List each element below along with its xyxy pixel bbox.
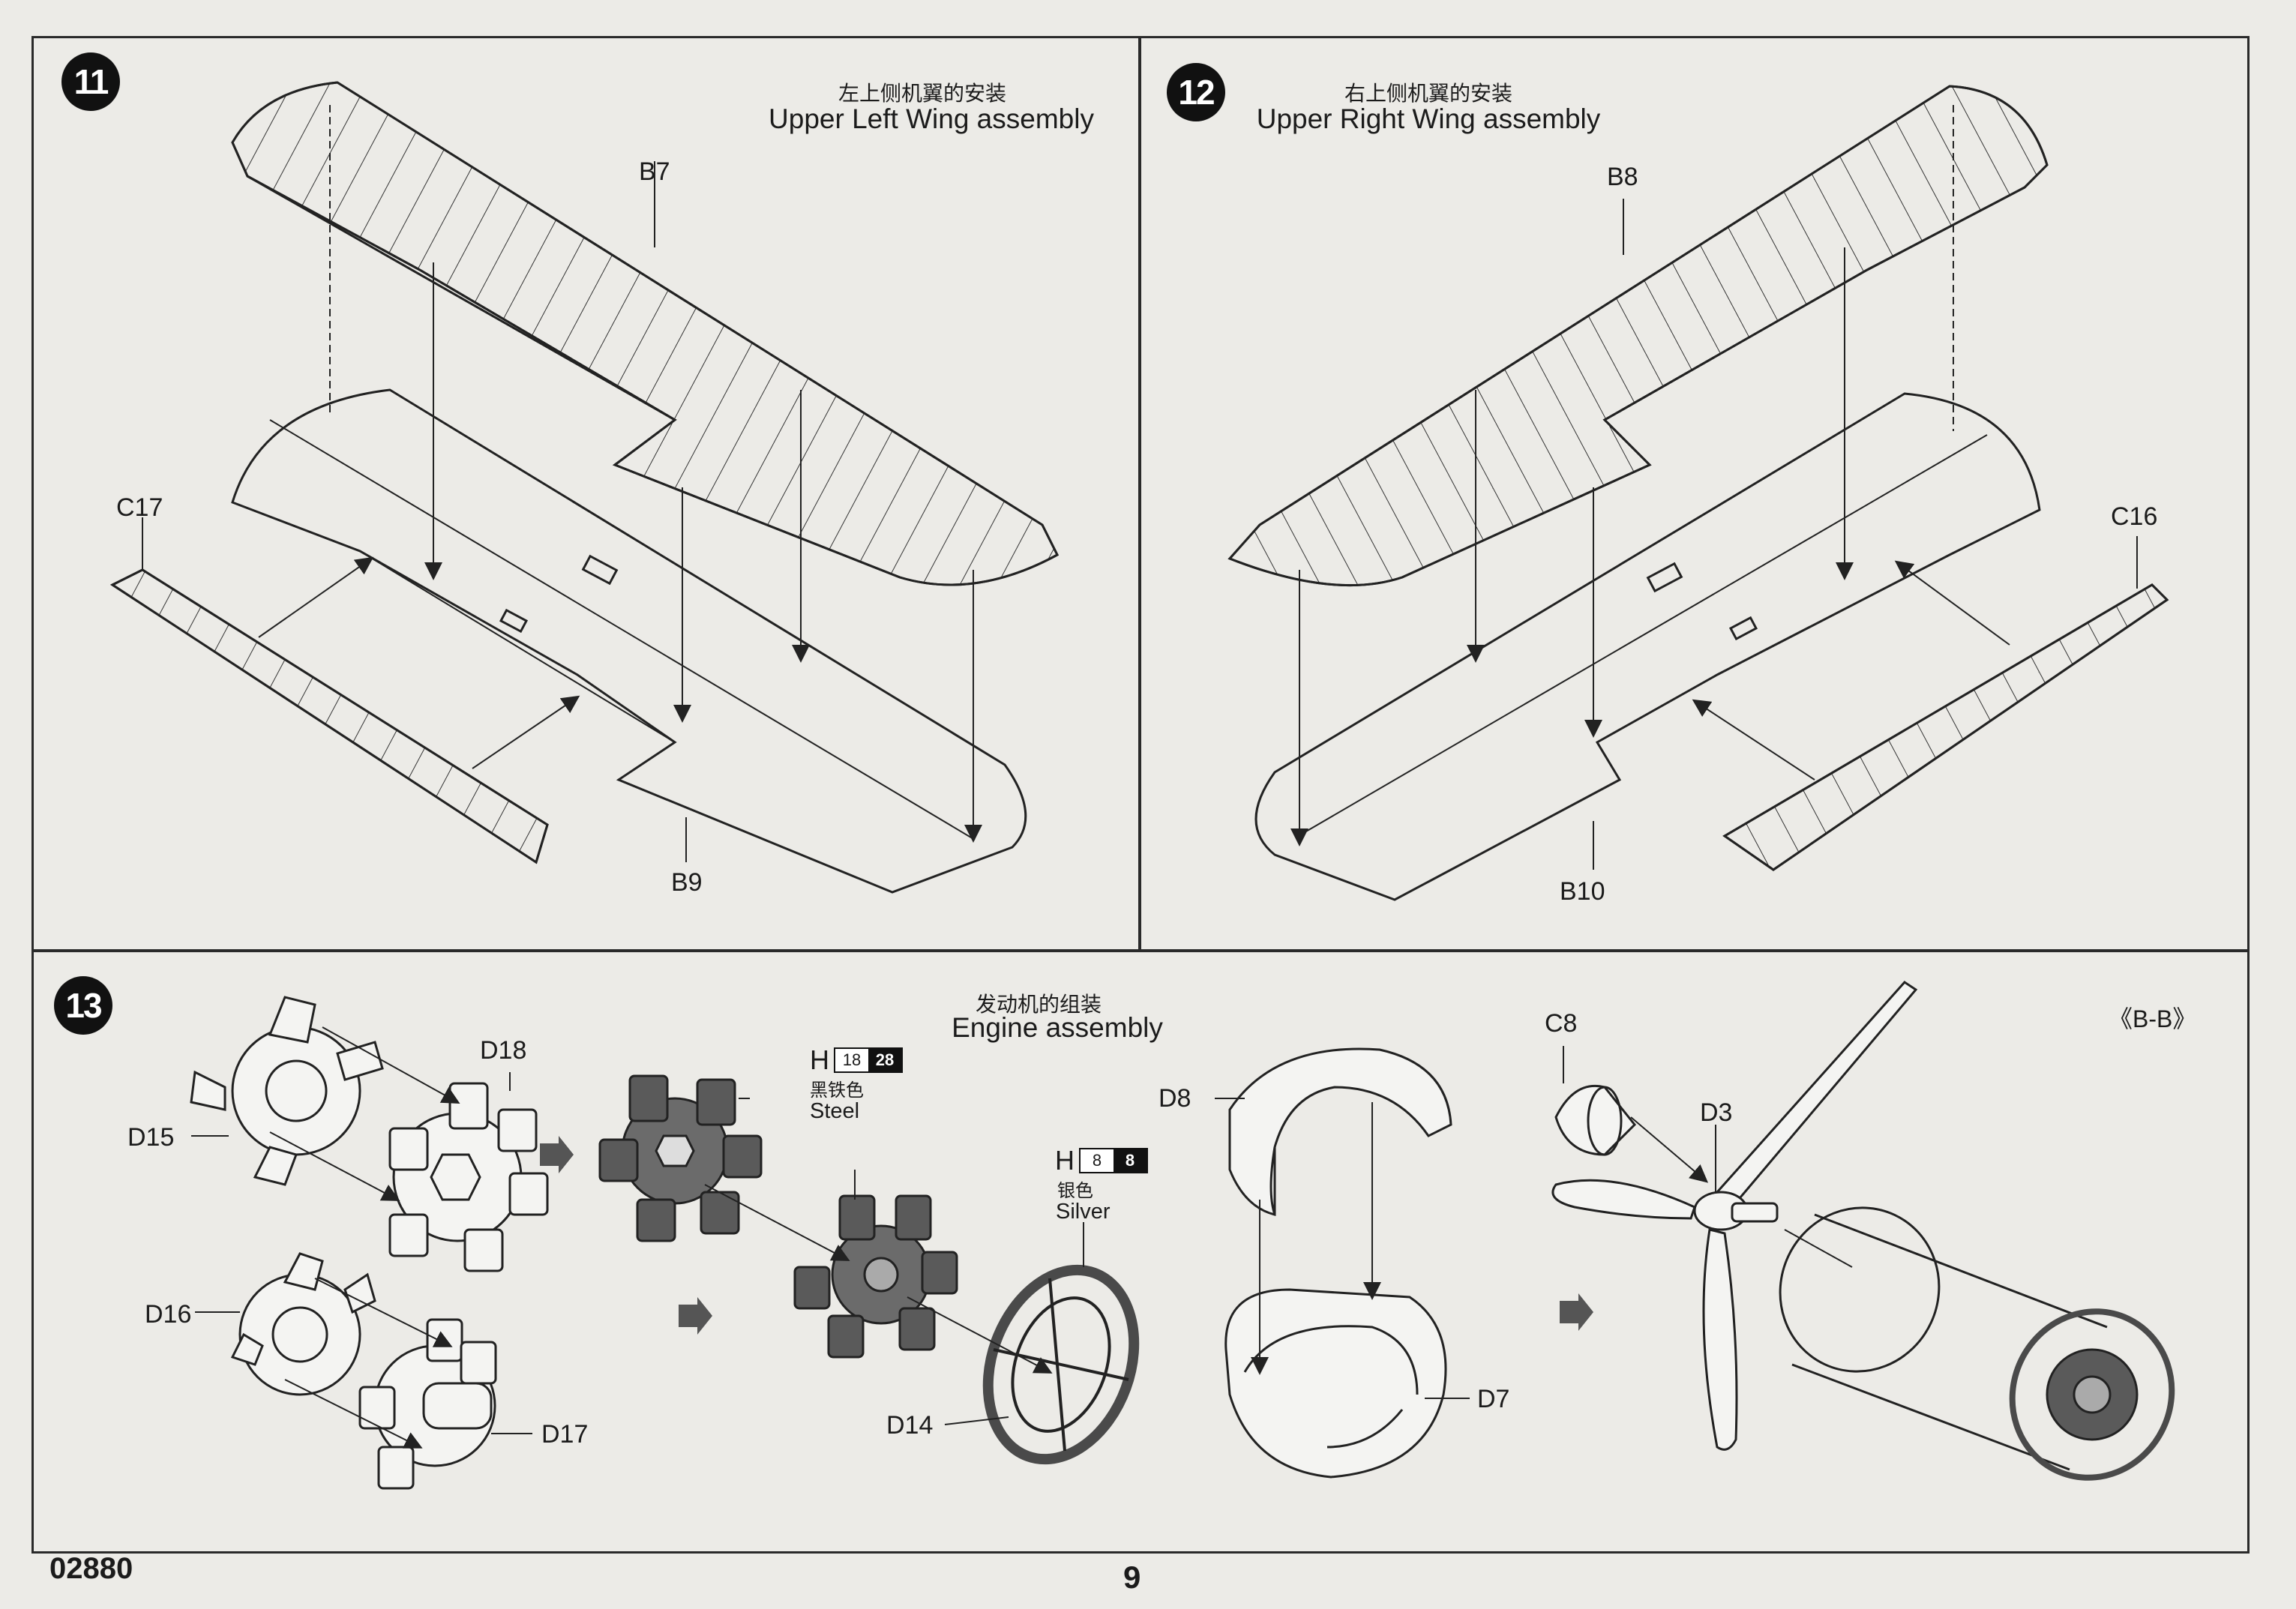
paint-letter: H (810, 1044, 829, 1075)
label-leaders (191, 1046, 1716, 1434)
step-13-title-cn: 发动机的组装 (975, 992, 1102, 1017)
upper-right-wing-bottom-b10 (1254, 392, 2041, 901)
step-13-arrows-left (269, 1026, 460, 1449)
engine-part-d7 (1224, 1288, 1447, 1479)
painted-engine-steel (598, 1074, 763, 1242)
upper-left-wing-top-b7 (231, 81, 1059, 586)
part-label-d14: D14 (886, 1411, 934, 1440)
paint-code-a: 8 (1081, 1149, 1114, 1172)
paint-callout-steel: H 18 28 (810, 1044, 903, 1076)
part-label-d17: D17 (541, 1420, 589, 1449)
step-11-guide-lines (142, 105, 982, 862)
part-label-d16: D16 (145, 1300, 192, 1329)
aileron-c16 (1722, 583, 2169, 871)
step-11-title-cn: 左上侧机翼的安装 (838, 81, 1006, 106)
paint-code-b: 8 (1114, 1149, 1147, 1172)
page-number: 9 (1123, 1560, 1141, 1595)
step-12-title-cn: 右上侧机翼的安装 (1344, 81, 1512, 106)
part-label-d3: D3 (1700, 1098, 1733, 1127)
spinner-c8 (1554, 1084, 1637, 1156)
part-label-b8: B8 (1607, 163, 1638, 191)
step-13-arrows-mid (704, 1170, 1084, 1374)
part-label-b7: B7 (639, 157, 670, 186)
upper-left-wing-bottom-b9 (231, 388, 1027, 894)
paint-letter: H (1055, 1145, 1075, 1176)
part-label-d15: D15 (127, 1123, 175, 1152)
step-13-title-en: Engine assembly (952, 1012, 1163, 1043)
paint-callout-silver: H 8 8 (1055, 1145, 1148, 1176)
step-13-arrows-cowl (1251, 1102, 1381, 1375)
part-label-c8: C8 (1545, 1009, 1578, 1038)
paint-code-a: 18 (835, 1049, 868, 1071)
step-number-11: 11 (61, 52, 120, 111)
step-12-title-en: Upper Right Wing assembly (1256, 103, 1601, 134)
aileron-c17 (109, 568, 549, 864)
part-label-c17: C17 (116, 493, 163, 522)
part-label-d8: D8 (1158, 1084, 1191, 1113)
engine-part-d16 (230, 1252, 376, 1396)
cowling-assembly (1779, 1206, 2175, 1481)
engine-part-d15 (190, 996, 384, 1186)
engine-part-d18 (388, 1082, 549, 1272)
paint-name-en-silver: Silver (1056, 1200, 1111, 1224)
step-11-title-en: Upper Left Wing assembly (769, 103, 1094, 134)
engine-part-d8 (1228, 1047, 1452, 1216)
part-label-b9: B9 (671, 868, 703, 897)
part-label-d18: D18 (480, 1036, 527, 1065)
kit-code: 02880 (49, 1552, 133, 1585)
panel-step-13 (31, 949, 2250, 1554)
engine-part-d17 (358, 1318, 497, 1490)
step-12-guide-lines (1290, 105, 2138, 870)
assembled-engine-steel (793, 1194, 958, 1359)
propeller-d3 (1551, 981, 1918, 1451)
step-number-13: 13 (54, 976, 112, 1035)
part-label-c16: C16 (2111, 502, 2158, 531)
flow-arrow-icon (540, 1136, 1593, 1335)
paint-code-box: 8 8 (1079, 1148, 1148, 1173)
step-number-12: 12 (1167, 63, 1225, 121)
paint-name-en-steel: Steel (810, 1099, 860, 1123)
upper-right-wing-top-b8 (1227, 85, 2049, 587)
paint-code-box: 18 28 (834, 1047, 903, 1073)
paint-code-b: 28 (868, 1049, 901, 1071)
view-label-b-b: 《B-B》 (2109, 1005, 2197, 1032)
part-label-d7: D7 (1477, 1385, 1510, 1413)
step-13-arrows-right (1630, 1116, 1853, 1268)
paint-name-cn-steel: 黑铁色 (810, 1080, 864, 1101)
engine-part-d14 (982, 1264, 1140, 1465)
paint-name-cn-silver: 银色 (1057, 1180, 1093, 1201)
part-label-b10: B10 (1560, 877, 1605, 906)
